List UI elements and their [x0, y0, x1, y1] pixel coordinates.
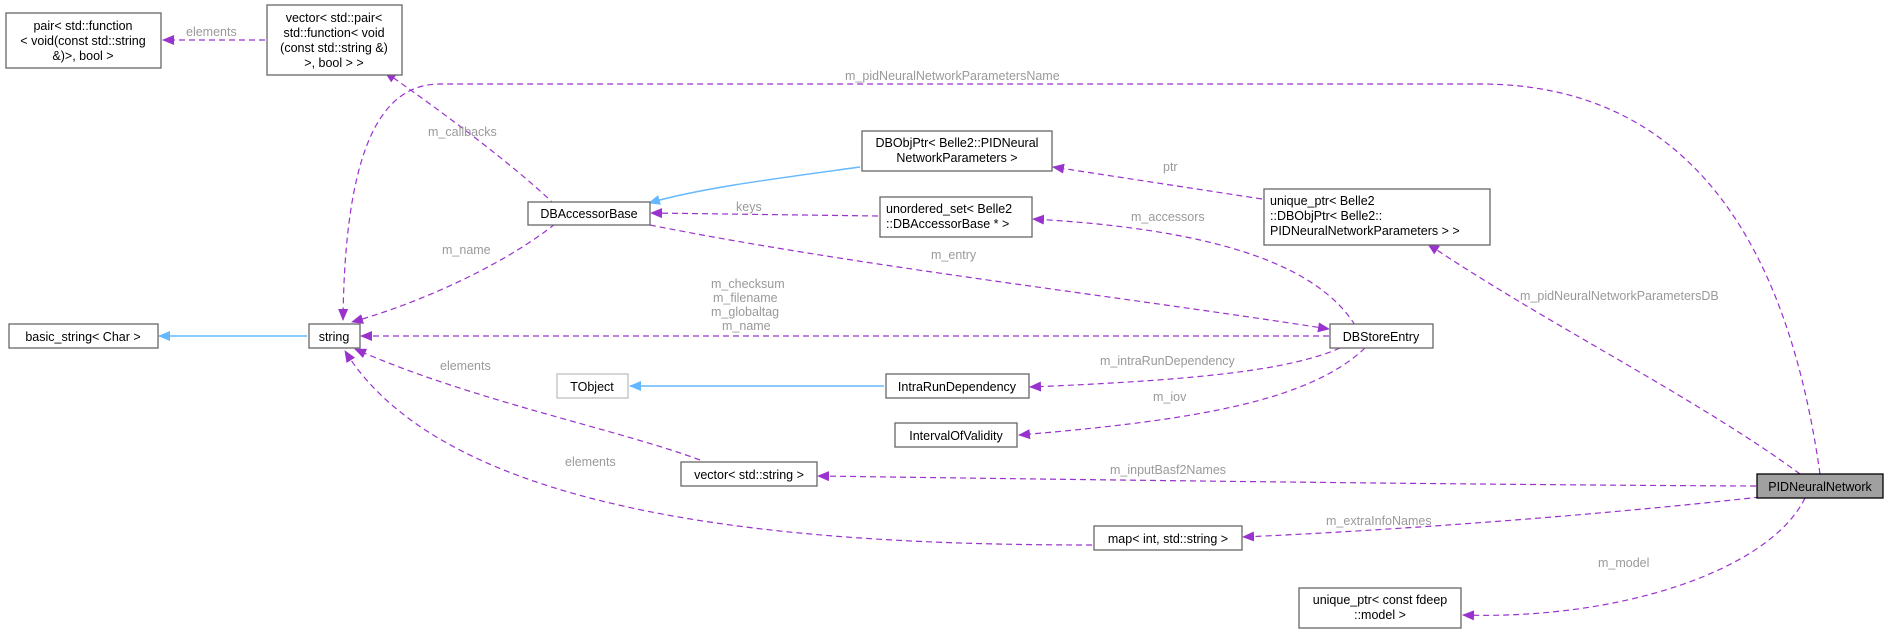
node-vector-pair-line-1: vector< std::pair< [286, 11, 383, 25]
node-pair-function-line-1: pair< std::function [33, 19, 132, 33]
edge-extra-names [1242, 496, 1761, 542]
node-unique-ptr-model-line-1: unique_ptr< const fdeep [1313, 593, 1448, 607]
edge-elements-map [344, 350, 1093, 546]
edge-m-name [351, 223, 556, 324]
edge-accessors [1032, 214, 1356, 326]
node-unique-ptr-dbobj-line-2: ::DBObjPtr< Belle2:: [1270, 209, 1382, 223]
edge-label-entry: m_entry [931, 248, 977, 262]
node-intrarundependency[interactable]: IntraRunDependency [885, 373, 1030, 399]
edge-label-accessors: m_accessors [1131, 210, 1205, 224]
edge-input-names [817, 471, 1757, 487]
node-dbobjptr-line-2: NetworkParameters > [896, 151, 1017, 165]
edge-ptr [1052, 163, 1263, 200]
node-map-int-string-label: map< int, std::string > [1108, 532, 1228, 546]
node-pidneuralnetwork[interactable]: PIDNeuralNetwork [1756, 473, 1884, 499]
edge-label-intrarun: m_intraRunDependency [1100, 354, 1236, 368]
node-basic-string-label: basic_string< Char > [25, 330, 140, 344]
edge-iov [1018, 347, 1366, 440]
edge-label-m-name: m_name [442, 243, 491, 257]
edge-label-ptr: ptr [1163, 160, 1178, 174]
node-vector-string[interactable]: vector< std::string > [680, 461, 818, 487]
edge-label-model: m_model [1598, 556, 1649, 570]
node-unique-ptr-dbobj[interactable]: unique_ptr< Belle2 ::DBObjPtr< Belle2:: … [1263, 188, 1491, 246]
node-pidneuralnetwork-label: PIDNeuralNetwork [1768, 480, 1872, 494]
node-vector-pair-line-4: >, bool > > [304, 56, 363, 70]
edge-keys [650, 208, 879, 219]
node-unique-ptr-dbobj-line-1: unique_ptr< Belle2 [1270, 194, 1375, 208]
node-pair-function[interactable]: pair< std::function < void(const std::st… [5, 12, 162, 69]
node-unordered-set-line-2: ::DBAccessorBase * > [886, 217, 1009, 231]
edge-label-name: m_name [722, 319, 771, 333]
edge-label-checksum: m_checksum [711, 277, 785, 291]
node-vector-pair[interactable]: vector< std::pair< std::function< void (… [266, 4, 403, 76]
node-dbaccessorbase-label: DBAccessorBase [540, 207, 637, 221]
edge-label-elements-pair: elements [186, 25, 237, 39]
edge-callbacks [384, 71, 556, 206]
node-unique-ptr-model-line-2: ::model > [1354, 608, 1406, 622]
edge-label-paramsdb: m_pidNeuralNetworkParametersDB [1520, 289, 1719, 303]
node-string-label: string [319, 330, 350, 344]
node-map-int-string[interactable]: map< int, std::string > [1093, 525, 1243, 551]
node-vector-string-label: vector< std::string > [694, 468, 804, 482]
node-intervalofvalidity-label: IntervalOfValidity [909, 429, 1003, 443]
edge-label-input-names: m_inputBasf2Names [1110, 463, 1226, 477]
edge-labels: elements m_callbacks m_pidNeuralNetworkP… [186, 25, 1719, 570]
edge-inherit-dbobjptr [648, 166, 861, 205]
edge-label-keys: keys [736, 200, 762, 214]
edge-model [1462, 497, 1806, 621]
node-unordered-set-line-1: unordered_set< Belle2 [886, 202, 1012, 216]
node-tobject[interactable]: TObject [556, 373, 629, 399]
node-basic-string[interactable]: basic_string< Char > [8, 323, 159, 349]
node-unique-ptr-dbobj-line-3: PIDNeuralNetworkParameters > > [1270, 224, 1460, 238]
node-intrarundependency-label: IntraRunDependency [898, 380, 1017, 394]
edge-label-param-name: m_pidNeuralNetworkParametersName [845, 69, 1060, 83]
edge-intrarun [1029, 347, 1341, 392]
edge-label-elements-vec: elements [440, 359, 491, 373]
edge-label-globaltag: m_globaltag [711, 305, 779, 319]
edge-label-iov: m_iov [1153, 390, 1187, 404]
edge-elements-vec [354, 348, 701, 461]
edge-paramsdb [1427, 243, 1801, 475]
node-pair-function-line-3: &)>, bool > [52, 49, 113, 63]
nodes: pair< std::function < void(const std::st… [5, 4, 1884, 629]
node-dbaccessorbase[interactable]: DBAccessorBase [527, 201, 651, 226]
node-unordered-set[interactable]: unordered_set< Belle2 ::DBAccessorBase *… [879, 196, 1033, 238]
node-tobject-label: TObject [570, 380, 614, 394]
node-dbobjptr-line-1: DBObjPtr< Belle2::PIDNeural [876, 136, 1039, 150]
node-pair-function-line-2: < void(const std::string [20, 34, 145, 48]
edge-param-name [338, 83, 1821, 475]
edges [158, 35, 1821, 621]
edge-entry [649, 224, 1330, 333]
node-vector-pair-line-2: std::function< void [283, 26, 384, 40]
edge-label-extra-names: m_extraInfoNames [1326, 514, 1432, 528]
node-string[interactable]: string [308, 323, 361, 349]
node-dbstoreentry-label: DBStoreEntry [1343, 330, 1420, 344]
edge-label-elements-map: elements [565, 455, 616, 469]
edge-label-callbacks: m_callbacks [428, 125, 497, 139]
node-vector-pair-line-3: (const std::string &) [280, 41, 388, 55]
edge-label-filename: m_filename [713, 291, 778, 305]
node-dbobjptr[interactable]: DBObjPtr< Belle2::PIDNeural NetworkParam… [861, 130, 1053, 172]
node-unique-ptr-model[interactable]: unique_ptr< const fdeep ::model > [1298, 587, 1462, 629]
node-intervalofvalidity[interactable]: IntervalOfValidity [894, 422, 1018, 448]
node-dbstoreentry[interactable]: DBStoreEntry [1329, 323, 1434, 349]
